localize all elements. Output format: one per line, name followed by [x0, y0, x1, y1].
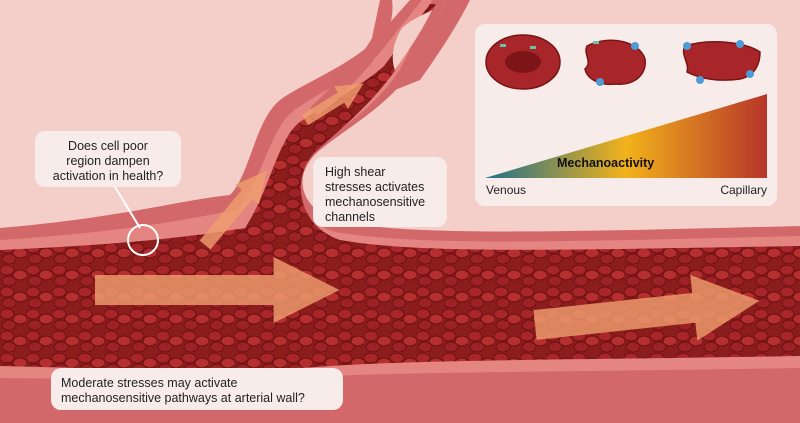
rbc-disc-cell — [485, 34, 561, 90]
mechanoactivity-gradient-wedge — [485, 94, 767, 178]
callout-line: stresses activates — [325, 180, 425, 194]
mechanoactivity-graphic — [485, 34, 767, 178]
callout-line: mechanosensitive — [325, 195, 426, 209]
mechanoactivity-inset: Mechanoactivity Venous Capillary — [475, 24, 777, 206]
callout-line: High shear — [325, 165, 386, 179]
callout-high-shear: High shear stresses activates mechanosen… — [313, 157, 447, 227]
callout-line: Moderate stresses may activate — [61, 376, 238, 390]
mechanoactivity-title: Mechanoactivity — [557, 156, 655, 170]
venous-label: Venous — [486, 183, 527, 197]
flow-arrow — [199, 170, 267, 250]
callout-line: mechanosensitive pathways at arterial wa… — [61, 391, 305, 405]
rbc-deformed-cell — [584, 39, 646, 86]
capillary-label: Capillary — [720, 183, 767, 197]
cell-poor-region-marker — [127, 224, 159, 256]
callout-line: region dampen — [66, 154, 150, 168]
callout-cell-poor-region: Does cell poor region dampen activation … — [35, 131, 181, 187]
callout-pointer — [114, 186, 141, 229]
callout-line: channels — [325, 210, 376, 224]
callout-line: Does cell poor — [68, 139, 148, 153]
rbc-elongated-cell — [682, 40, 761, 84]
flow-arrow — [533, 275, 760, 341]
callout-line: activation in health? — [52, 169, 164, 183]
callout-moderate-stresses: Moderate stresses may activate mechanose… — [51, 368, 343, 410]
flow-arrow — [301, 83, 364, 126]
